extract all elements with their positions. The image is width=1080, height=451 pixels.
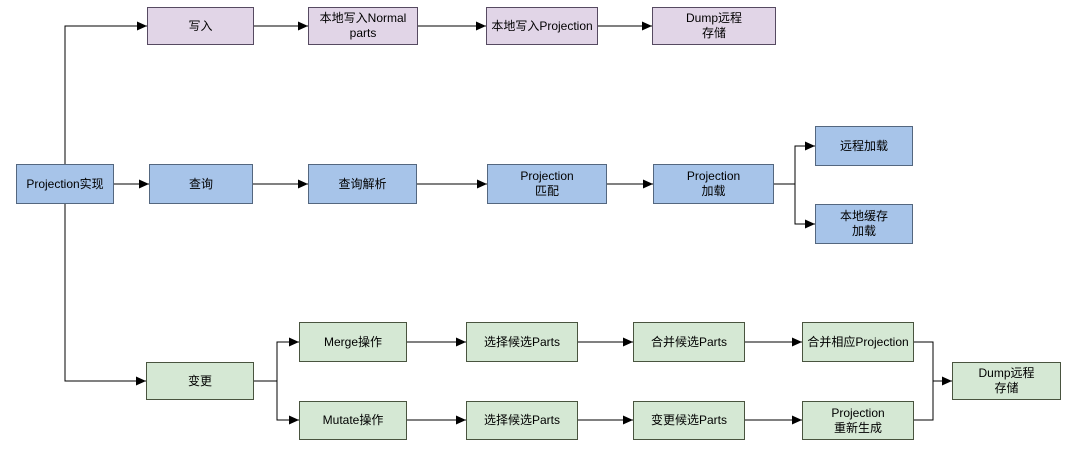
connector-root-to-change [64,204,146,386]
connector-merge-projection-to-join [914,341,934,381]
node-merge-candidate-parts: 合并候选Parts [633,322,745,362]
node-write: 写入 [147,7,254,45]
node-label: 查询解析 [338,176,387,191]
node-projection-load: Projection 加载 [653,164,774,204]
node-projection-match: Projection 匹配 [487,164,607,204]
connector-regenerate-to-join [914,381,934,421]
node-label: Projection实现 [26,176,104,191]
node-projection-regenerate: Projection 重新生成 [802,401,914,440]
node-label: 本地缓存 加载 [839,209,888,238]
node-label: 合并候选Parts [650,334,727,349]
node-label: 本地写入Normal parts [319,11,407,40]
node-label: 选择候选Parts [483,413,560,427]
node-change-dump-remote: Dump远程 存储 [952,362,1061,400]
connector-change-to-merge-op [254,337,299,382]
connector-load-to-local-cache-load [774,183,815,229]
node-label: 远程加载 [839,138,888,153]
node-label: 合并相应Projection [807,334,909,349]
node-label: Projection 加载 [686,169,741,198]
node-query: 查询 [149,164,253,204]
node-mutate-select-parts: 选择候选Parts [466,401,578,440]
node-mutate-op: Mutate操作 [299,401,407,440]
node-merge-projection: 合并相应Projection [802,322,914,362]
node-label: Merge操作 [323,334,382,349]
node-label: Mutate操作 [322,413,384,427]
node-label: Projection 匹配 [520,169,574,198]
node-merge-select-parts: 选择候选Parts [466,322,578,362]
node-label: 查询 [188,176,213,191]
node-change: 变更 [146,362,254,400]
node-write-dump-remote: Dump远程 存储 [652,7,776,45]
node-label: 本地写入Projection [491,18,593,33]
node-label: 选择候选Parts [483,334,560,349]
node-projection-impl: Projection实现 [16,164,114,204]
node-label: Dump远程 存储 [685,11,742,40]
node-merge-op: Merge操作 [299,322,407,362]
node-label: Dump远程 存储 [978,366,1035,395]
connector-root-to-write [64,21,147,164]
node-local-cache-load: 本地缓存 加载 [815,204,913,244]
node-query-parse: 查询解析 [308,164,417,204]
node-mutate-candidate-parts: 变更候选Parts [633,401,745,440]
node-label: 写入 [188,18,213,33]
node-label: 变更候选Parts [650,413,727,427]
node-write-local-projection: 本地写入Projection [486,7,598,45]
connector-change-to-mutate-op [254,380,299,425]
node-label: Projection 重新生成 [831,405,885,435]
connector-load-to-remote-load [774,141,815,185]
node-label: 变更 [187,373,212,388]
node-write-local-normal-parts: 本地写入Normal parts [308,7,418,45]
node-remote-load: 远程加载 [815,126,913,166]
